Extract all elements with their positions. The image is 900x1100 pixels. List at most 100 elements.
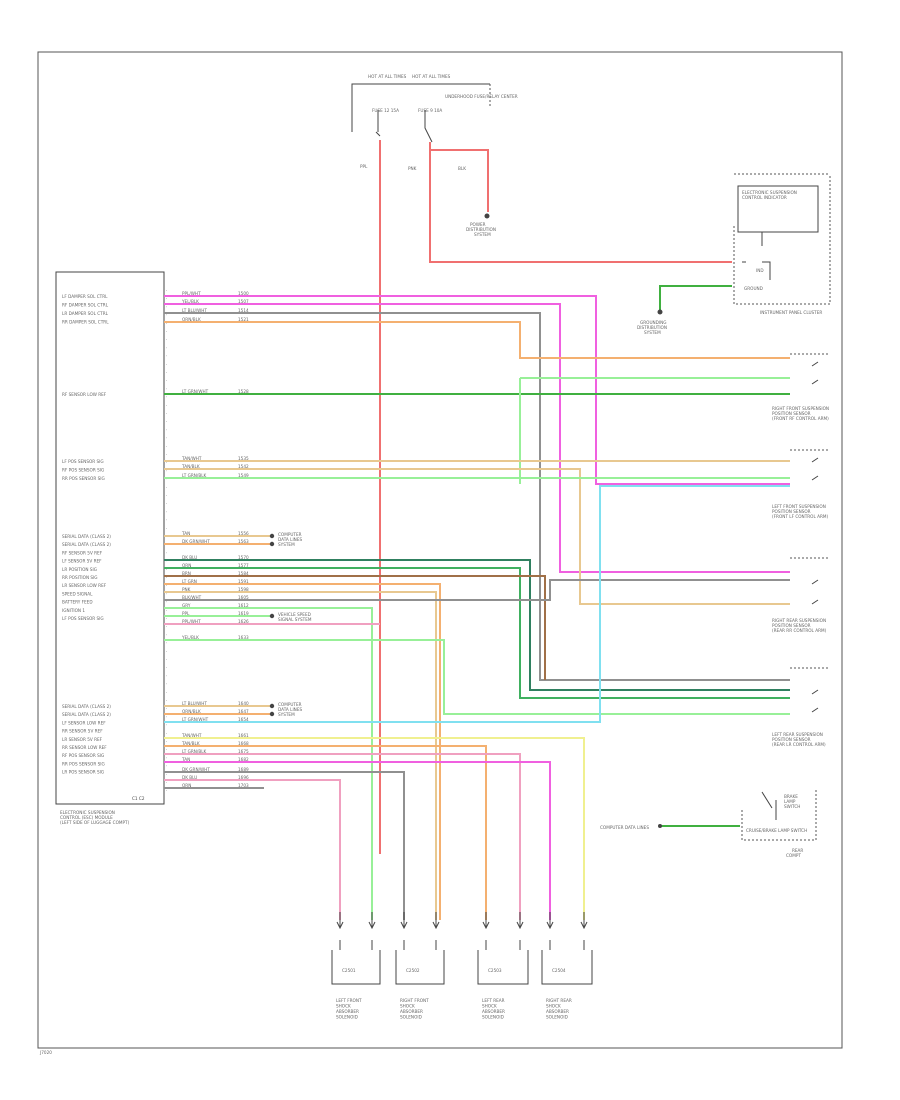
- power-distribution-ref: POWER DISTRIBUTION SYSTEM: [466, 213, 496, 237]
- damper-code: C2503: [488, 968, 502, 973]
- wire-ppl-wht: [164, 295, 790, 485]
- wire-label-fuse-2: PNK: [408, 166, 417, 171]
- wire-orange-4: [164, 745, 487, 920]
- module-label-ser-6: LR SENSOR LOW REF: [62, 583, 107, 588]
- damper-label: SHOCK: [482, 1004, 497, 1009]
- damper-label: SHOCK: [400, 1004, 415, 1009]
- svg-text:POSITION SENSOR: POSITION SENSOR: [772, 411, 811, 416]
- pin-number: ·: [166, 354, 167, 359]
- svg-text:DATA LINES: DATA LINES: [278, 707, 302, 712]
- svg-text:RIGHT REAR SUSPENSION: RIGHT REAR SUSPENSION: [772, 618, 826, 623]
- pin-number: ·: [166, 747, 167, 752]
- damper-label: SOLENOID: [400, 1015, 422, 1020]
- circuit-number: 1612: [238, 603, 249, 608]
- wire-label: DK BLU: [182, 555, 197, 560]
- instrument-panel-cluster: ELECTRONIC SUSPENSION CONTROL INDICATOR …: [733, 173, 831, 315]
- pin-number: ·: [166, 386, 167, 391]
- wire-ltblue-1: [164, 485, 790, 723]
- circuit-number: 1549: [238, 473, 249, 478]
- circuit-number: 1556: [238, 531, 249, 536]
- fuse-box: HOT AT ALL TIMES HOT AT ALL TIMES UNDERH…: [351, 74, 518, 171]
- pin-number: ·: [166, 632, 167, 637]
- wire-label: TAN: [181, 531, 190, 536]
- svg-text:(LEFT SIDE OF LUGGAGE COMPT): (LEFT SIDE OF LUGGAGE COMPT): [60, 820, 130, 825]
- wire-label: PPL/WHT: [182, 619, 201, 624]
- pin-number: ·: [166, 665, 167, 670]
- svg-text:SIGNAL SYSTEM: SIGNAL SYSTEM: [278, 617, 312, 622]
- pin-number: ·: [166, 788, 167, 793]
- module-label-bot-8: LR POS SENSOR SIG: [62, 770, 104, 775]
- pin-number: ·: [166, 739, 167, 744]
- pin-number: ·: [166, 649, 167, 654]
- module-code: C1 C2: [132, 796, 145, 801]
- pin-number: ·: [166, 608, 167, 613]
- circuit-number: 1661: [238, 733, 249, 738]
- wire-orange-1: [164, 321, 790, 359]
- circuit-number: 1507: [238, 299, 249, 304]
- wire-label: TAN/BLK: [181, 464, 200, 469]
- wire-pink-ign: [429, 142, 732, 263]
- damper-label: RIGHT REAR: [546, 998, 572, 1003]
- wire-label-fuse-1: PPL: [360, 164, 368, 169]
- wire-label: PNK: [182, 587, 191, 592]
- module-label-top-1: RF DAMPER SOL CTRL: [62, 303, 109, 308]
- damper-label: SOLENOID: [336, 1015, 358, 1020]
- wire-label: LT BLU/WHT: [182, 308, 207, 313]
- fuse-box-name: UNDERHOOD FUSE/RELAY CENTER: [445, 94, 518, 99]
- pin-number: ·: [166, 329, 167, 334]
- pin-number: ·: [166, 698, 167, 703]
- wire-label: TAN/WHT: [181, 456, 202, 461]
- pin-number: ·: [166, 485, 167, 490]
- svg-text:(REAR LR CONTROL ARM): (REAR LR CONTROL ARM): [772, 742, 826, 747]
- svg-text:POSITION SENSOR: POSITION SENSOR: [772, 509, 811, 514]
- svg-text:VEHICLE SPEED: VEHICLE SPEED: [278, 612, 311, 617]
- hot-label-2: HOT AT ALL TIMES: [412, 74, 451, 79]
- pin-number: ·: [166, 591, 167, 596]
- pin-number: ·: [166, 460, 167, 465]
- fuse-label-1: FUSE 12 15A: [372, 108, 399, 113]
- pin-number: ·: [166, 337, 167, 342]
- pin-number: ·: [166, 304, 167, 309]
- pin-number: ·: [166, 296, 167, 301]
- module-label-ser-2: RF SENSOR 5V REF: [62, 550, 103, 555]
- wire-brown-1: [164, 575, 546, 680]
- pin-number: ·: [166, 370, 167, 375]
- damper-label: ABSORBER: [546, 1009, 569, 1014]
- module-label-bot-5: RR SENSOR LOW REF: [62, 745, 107, 750]
- wire-label: BRN: [182, 571, 191, 576]
- circuit-number: 1528: [238, 389, 249, 394]
- circuit-number: 1563: [238, 539, 249, 544]
- wire-gray-2: [164, 579, 790, 601]
- circuit-number: 1626: [238, 619, 249, 624]
- damper-label: LEFT FRONT: [336, 998, 362, 1003]
- svg-text:SYSTEM: SYSTEM: [278, 712, 295, 717]
- ground-wire: [659, 285, 732, 312]
- wire-label: TAN/BLK: [181, 741, 200, 746]
- circuit-number: 1640: [238, 701, 249, 706]
- svg-text:DISTRIBUTION: DISTRIBUTION: [466, 227, 496, 232]
- module-label-bot-2: LF SENSOR LOW REF: [62, 720, 106, 725]
- wire-label: LT GRN: [182, 579, 197, 584]
- pin-number: ·: [166, 583, 167, 588]
- wire-dkgreen-2: [164, 567, 790, 699]
- wire-label: LT GRN/BLK: [182, 749, 207, 754]
- rf-position-sensor: RIGHT FRONT SUSPENSION POSITION SENSOR (…: [772, 353, 830, 421]
- pin-number: ·: [166, 419, 167, 424]
- wire-magenta-3: [164, 761, 551, 920]
- svg-text:DATA LINES: DATA LINES: [278, 537, 302, 542]
- svg-text:SYSTEM: SYSTEM: [278, 542, 295, 547]
- svg-text:REAR: REAR: [792, 848, 803, 853]
- damper-label: ABSORBER: [482, 1009, 505, 1014]
- circuit-number: 1654: [238, 717, 249, 722]
- pin-number: ·: [166, 714, 167, 719]
- wire-ltgreen-3: [164, 607, 373, 920]
- pin-number: ·: [166, 550, 167, 555]
- pin-number: ·: [166, 657, 167, 662]
- damper-label: RIGHT FRONT: [400, 998, 429, 1003]
- pin-number: ·: [166, 526, 167, 531]
